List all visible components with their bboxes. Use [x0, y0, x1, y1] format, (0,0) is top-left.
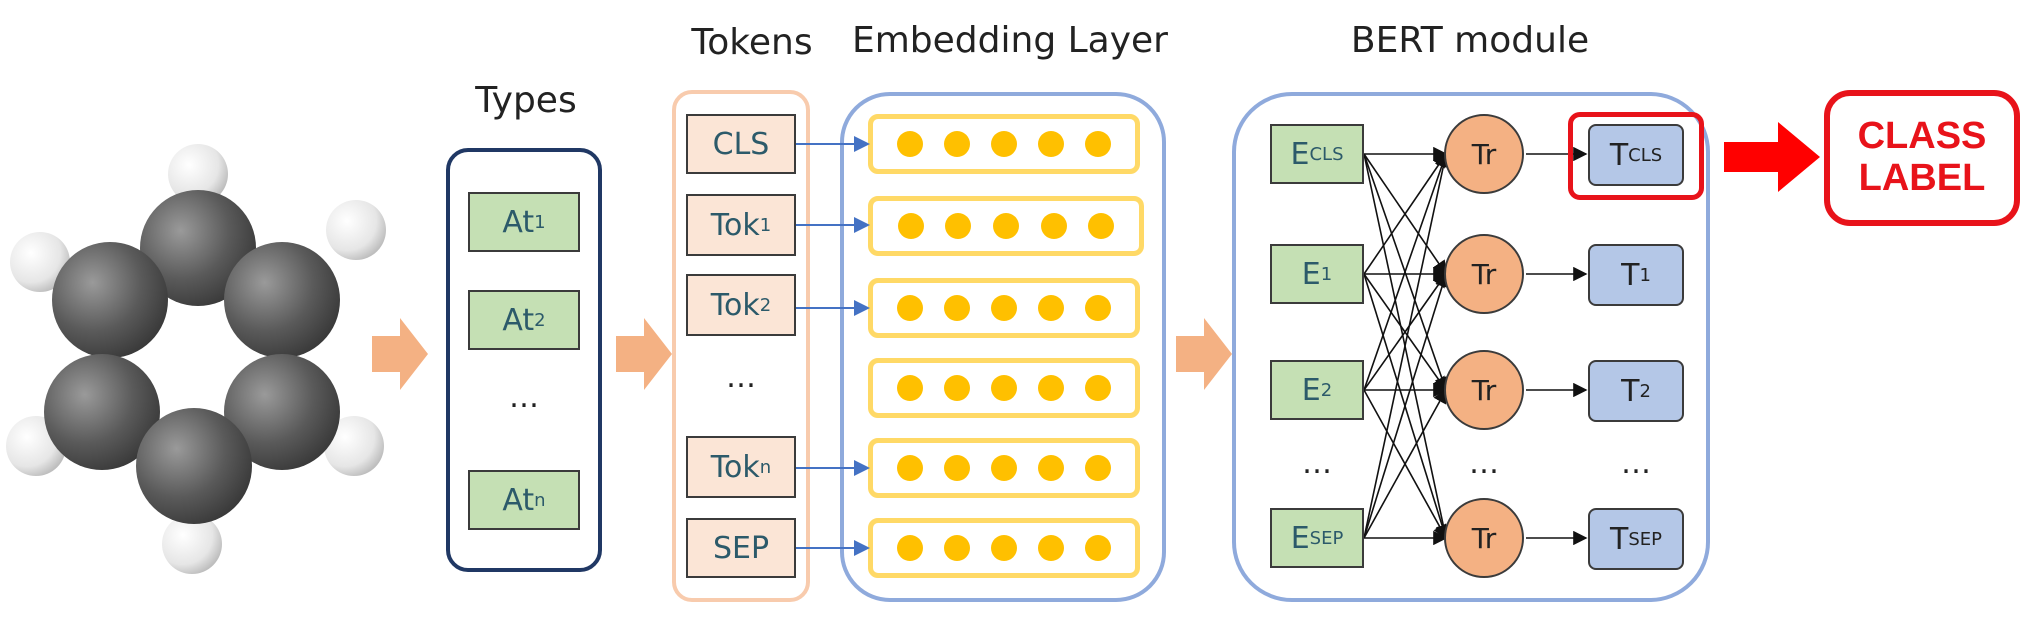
embedding-dot: [1084, 375, 1111, 401]
flow-arrow-icon: [616, 318, 672, 390]
class-label-line2: LABEL: [1858, 157, 1986, 199]
embedding-dot: [1084, 535, 1111, 561]
embedding-dot: [1037, 131, 1064, 157]
embedding-dot: [897, 213, 924, 239]
class-label-line1: CLASS: [1857, 115, 1987, 158]
embedding-dot: [990, 131, 1017, 157]
bert-connections: [1363, 146, 1588, 546]
types-ellipsis: …: [509, 380, 539, 415]
token-box: CLS: [686, 114, 796, 174]
red-arrow-icon: [1724, 122, 1820, 192]
embedding-dot: [944, 295, 971, 321]
embedding-dot: [944, 535, 971, 561]
embedding-dot: [990, 295, 1017, 321]
embedding-layer-container: [840, 92, 1166, 602]
embedding-dot: [944, 455, 971, 481]
transformer-node: Tr: [1444, 114, 1524, 194]
token-embedding-arrows: [796, 136, 870, 556]
hydrogen-atom: [326, 200, 386, 260]
embedding-layer-title: Embedding Layer: [851, 20, 1168, 61]
embedding-dot: [1084, 131, 1111, 157]
flow-arrow-icon: [372, 318, 428, 390]
embedding-dot: [1088, 213, 1115, 239]
embedding-dot: [897, 131, 924, 157]
carbon-atom: [52, 242, 168, 358]
bert-module-title: BERT module: [1350, 20, 1590, 61]
embedding-dot: [1084, 295, 1111, 321]
bert-module-container: [1232, 92, 1710, 602]
embedding-dot: [1040, 213, 1067, 239]
embedding-dot: [1084, 455, 1111, 481]
transformer-node: Tr: [1444, 350, 1524, 430]
embedding-vector: [868, 278, 1140, 338]
class-label-box: CLASS LABEL: [1824, 90, 2020, 226]
embedding-dot: [992, 213, 1019, 239]
carbon-atom: [224, 354, 340, 470]
embedding-vector: [868, 114, 1140, 174]
embedding-dot: [944, 375, 971, 401]
embedding-dot: [990, 375, 1017, 401]
embedding-dot: [897, 455, 924, 481]
carbon-atom: [136, 408, 252, 524]
embedding-dot: [1037, 535, 1064, 561]
types-title: Types: [475, 80, 577, 121]
tokens-container: [672, 90, 810, 602]
embedding-dot: [1037, 375, 1064, 401]
embedding-vector: [868, 358, 1140, 418]
embedding-dot: [990, 455, 1017, 481]
types-container: [446, 148, 602, 572]
embedding-dot: [944, 131, 971, 157]
token-box: SEP: [686, 518, 796, 578]
carbon-atom: [140, 190, 256, 306]
embedding-dot: [945, 213, 972, 239]
embedding-vector: [868, 196, 1144, 256]
benzene-molecule: [6, 144, 386, 574]
embedding-vector: [868, 518, 1140, 578]
embedding-ellipsis: …: [1302, 446, 1332, 481]
hydrogen-atom: [162, 514, 222, 574]
tokens-ellipsis: …: [726, 360, 756, 395]
embedding-dot: [897, 295, 924, 321]
output-ellipsis: …: [1621, 446, 1651, 481]
embedding-dot: [1037, 455, 1064, 481]
embedding-dot: [897, 535, 924, 561]
carbon-atom: [224, 242, 340, 358]
hydrogen-atom: [10, 232, 70, 292]
cls-highlight-box: [1568, 112, 1704, 200]
flow-arrow-icon: [1176, 318, 1232, 390]
transformer-ellipsis: …: [1469, 446, 1499, 481]
tokens-title: Tokens: [691, 22, 813, 63]
hydrogen-atom: [324, 416, 384, 476]
transformer-node: Tr: [1444, 498, 1524, 578]
transformer-node: Tr: [1444, 234, 1524, 314]
carbon-atom: [44, 354, 160, 470]
embedding-dot: [1037, 295, 1064, 321]
embedding-dot: [990, 535, 1017, 561]
hydrogen-atom: [168, 144, 228, 204]
embedding-dot: [897, 375, 924, 401]
embedding-vector: [868, 438, 1140, 498]
